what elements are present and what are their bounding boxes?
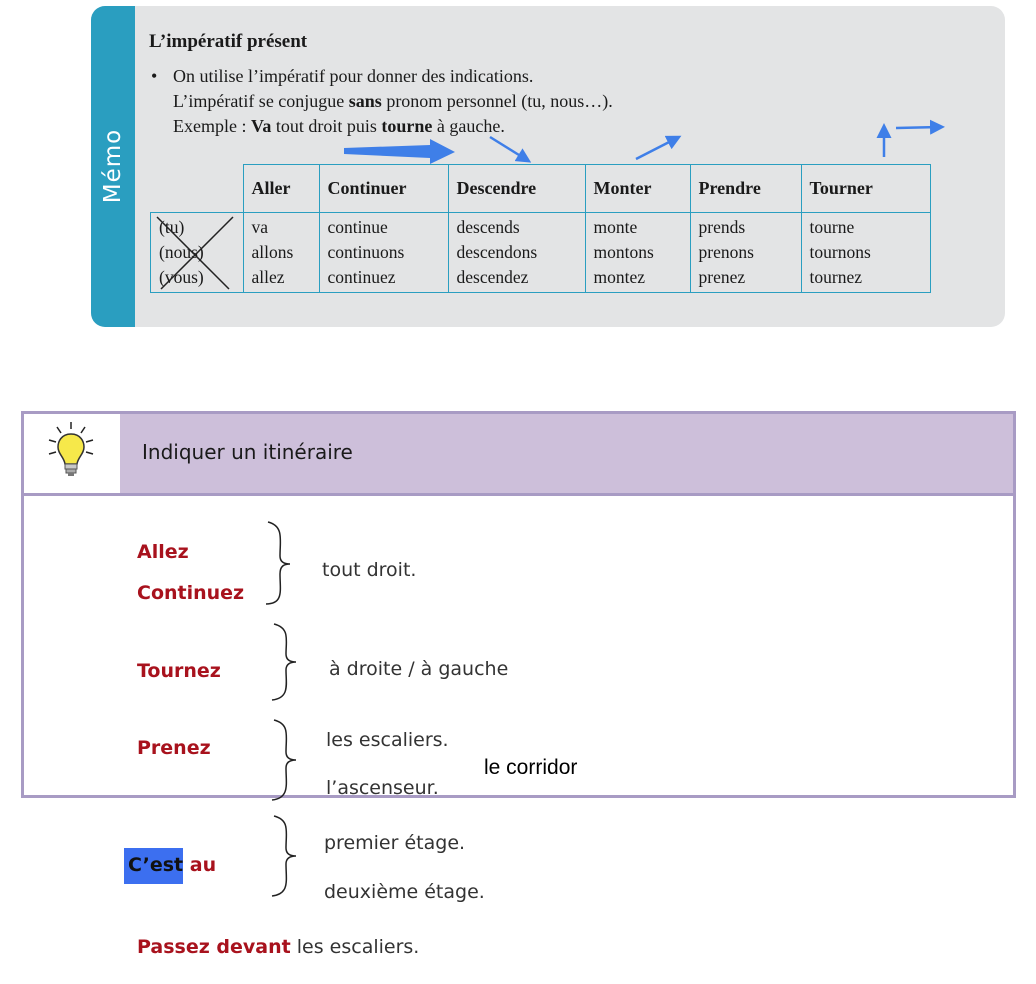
down-right-arrow-icon bbox=[489, 135, 532, 163]
text-premier-etage: premier étage. bbox=[324, 832, 466, 854]
memo-title: L’impératif présent bbox=[149, 31, 308, 52]
memo-line-1-text: On utilise l’impératif pour donner des i… bbox=[173, 66, 534, 86]
cell: prends bbox=[698, 217, 746, 237]
text-droite-gauche: à droite / à gauche bbox=[329, 658, 509, 680]
cross-out-icon bbox=[156, 216, 234, 290]
header-monter: Monter bbox=[584, 164, 691, 213]
pronoun-tu: (tu) bbox=[159, 217, 185, 237]
cell: tournez bbox=[809, 267, 862, 287]
table-corner bbox=[150, 164, 244, 213]
header-aller: Aller bbox=[242, 164, 320, 213]
table-row: (tu) (nous) (vous) va allons allez continu… bbox=[150, 212, 931, 293]
header-descendre: Descendre bbox=[447, 164, 586, 213]
header-tourner: Tourner bbox=[800, 164, 931, 213]
word-continuez: Continuez bbox=[137, 582, 245, 604]
cell: monte bbox=[593, 217, 638, 237]
itinerary-title: Indiquer un itinéraire bbox=[142, 440, 353, 464]
memo-card: Mémo L’impératif présent • On utilise l’i… bbox=[91, 6, 1005, 327]
text-ascenseur: l’ascenseur. bbox=[326, 777, 439, 799]
brace-icon bbox=[271, 815, 297, 897]
up-right-arrow-icon bbox=[635, 135, 682, 161]
cell: descendons bbox=[456, 242, 538, 262]
cell: montons bbox=[593, 242, 654, 262]
cell: prenons bbox=[698, 242, 754, 262]
memo-line-3-bold-2: tourne bbox=[381, 116, 433, 136]
memo-line-3-pre: Exemple : bbox=[173, 116, 251, 136]
text-tout-droit: tout droit. bbox=[322, 559, 417, 581]
col-tourner: tourne tournons tournez bbox=[800, 212, 931, 293]
table-header-row: Aller Continuer Descendre Monter Prendre… bbox=[150, 164, 931, 213]
word-tournez: Tournez bbox=[137, 660, 221, 682]
cell: montez bbox=[593, 267, 646, 287]
text-deuxieme-etage: deuxième étage. bbox=[324, 881, 485, 903]
memo-line-2-post: pronom personnel (tu, nous…). bbox=[381, 91, 613, 111]
header-prendre: Prendre bbox=[689, 164, 802, 213]
cell: continuons bbox=[327, 242, 405, 262]
memo-side-band: Mémo bbox=[91, 6, 135, 327]
memo-line-1: • On utilise l’impératif pour donner des … bbox=[151, 64, 613, 89]
cell: descendez bbox=[456, 267, 529, 287]
word-au: au bbox=[183, 854, 217, 876]
col-monter: monte montons montez bbox=[584, 212, 691, 293]
brace-icon bbox=[271, 719, 297, 801]
col-continuer: continue continuons continuez bbox=[318, 212, 449, 293]
word-prenez: Prenez bbox=[137, 737, 211, 759]
memo-line-2-bold: sans bbox=[348, 91, 382, 111]
brace-icon bbox=[265, 521, 291, 605]
cell: allez bbox=[251, 267, 285, 287]
arrow-annotations bbox=[344, 119, 945, 164]
cell: prenez bbox=[698, 267, 746, 287]
pronoun-cell: (tu) (nous) (vous) bbox=[150, 212, 244, 293]
word-passez-devant: Passez devant bbox=[137, 936, 291, 958]
bullet-icon: • bbox=[151, 66, 158, 86]
cell: tournons bbox=[809, 242, 871, 262]
memo-text: • On utilise l’impératif pour donner des … bbox=[151, 64, 613, 139]
memo-line-3: Exemple : Va tout droit puis tourne à ga… bbox=[151, 114, 613, 139]
memo-line-2-pre: L’impératif se conjugue bbox=[173, 91, 349, 111]
memo-line-2: L’impératif se conjugue sans pronom pers… bbox=[151, 89, 613, 114]
conjugation-table: Aller Continuer Descendre Monter Prendre… bbox=[150, 164, 931, 293]
cell: continuez bbox=[327, 267, 396, 287]
text-escaliers: les escaliers. bbox=[326, 729, 449, 751]
itinerary-header: Indiquer un itinéraire bbox=[24, 414, 1013, 496]
cell: va bbox=[251, 217, 269, 237]
bulb-box bbox=[24, 414, 122, 493]
word-allez: Allez bbox=[137, 541, 189, 563]
text-corridor: le corridor bbox=[484, 756, 578, 779]
cell: tourne bbox=[809, 217, 855, 237]
passez-line: Passez devant les escaliers. bbox=[137, 936, 419, 958]
col-descendre: descends descendons descendez bbox=[447, 212, 586, 293]
cell: allons bbox=[251, 242, 294, 262]
cest-au: C’est au bbox=[124, 848, 217, 884]
highlight-cest: C’est bbox=[124, 848, 184, 884]
col-prendre: prends prenons prenez bbox=[689, 212, 802, 293]
text-passez-rest: les escaliers. bbox=[290, 936, 420, 958]
right-arrow-icon bbox=[895, 119, 945, 135]
cell: descends bbox=[456, 217, 520, 237]
memo-line-3-post: à gauche. bbox=[432, 116, 505, 136]
lightbulb-icon bbox=[48, 422, 94, 476]
itinerary-box: Indiquer un itinéraire Allez Continuez t… bbox=[21, 411, 1016, 958]
pronoun-vous: (vous) bbox=[159, 267, 204, 287]
memo-line-3-mid: tout droit puis bbox=[271, 116, 382, 136]
memo-line-3-bold-1: Va bbox=[250, 116, 272, 136]
straight-arrow-icon bbox=[344, 139, 455, 164]
brace-icon bbox=[271, 623, 297, 701]
cell: continue bbox=[327, 217, 388, 237]
